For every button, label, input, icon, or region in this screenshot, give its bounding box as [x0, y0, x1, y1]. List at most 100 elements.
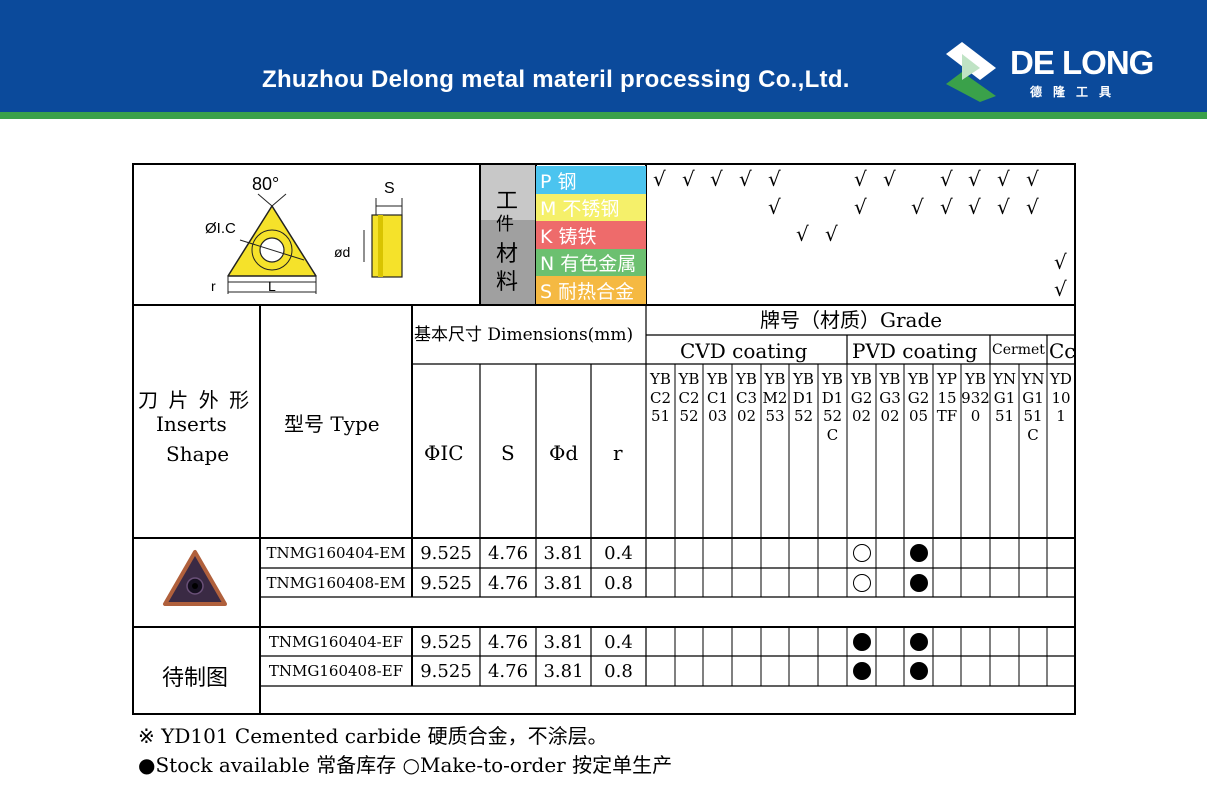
- check-mark: √: [1054, 250, 1067, 274]
- make-to-order-mark: [852, 574, 871, 592]
- dim-col-ic: ΦIC: [424, 441, 464, 465]
- material-title-3: 材: [496, 242, 519, 267]
- row-ic: 9.525: [420, 660, 472, 682]
- brand-name: DE LONG: [1010, 44, 1154, 81]
- d-label: ød: [334, 244, 351, 260]
- grade-col-ybm253: YBM253: [762, 370, 788, 425]
- material-title-1: 工: [496, 189, 519, 214]
- grade-col-yng151: YNG151: [992, 370, 1017, 425]
- row-r: 0.8: [604, 660, 633, 682]
- type-header: 型号 Type: [284, 412, 380, 436]
- check-mark: √: [1054, 277, 1067, 301]
- row-type: TNMG160404-EM: [266, 544, 406, 562]
- row-type: TNMG160408-EM: [266, 574, 406, 592]
- stock-available-mark: [909, 544, 928, 562]
- dim-col-s: S: [501, 441, 515, 465]
- dimensions-header: 基本尺寸 Dimensions(mm): [414, 325, 634, 345]
- check-mark: √: [854, 195, 867, 219]
- grade-col-ybc103: YBC103: [706, 370, 729, 425]
- grade-col-ybg302: YBG302: [879, 370, 901, 425]
- stock-available-mark: [909, 574, 928, 592]
- check-mark: √: [825, 222, 838, 246]
- stock-available-mark: [909, 662, 928, 680]
- check-mark: √: [1026, 195, 1039, 219]
- grade-col-ybc302: YBC302: [735, 370, 758, 425]
- dim-col-d: Φd: [549, 441, 579, 465]
- check-mark: √: [968, 167, 981, 191]
- row-r: 0.8: [604, 572, 633, 594]
- note-yd101: ※ YD101 Cemented carbide 硬质合金，不涂层。: [138, 724, 608, 748]
- check-mark: √: [940, 167, 953, 191]
- grade-col-yp15tf: YP15TF: [936, 370, 958, 425]
- grade-header: 牌号（材质）Grade: [760, 308, 943, 332]
- grade-col-yd101: YD101: [1050, 370, 1072, 425]
- dim-col-r: r: [613, 441, 623, 465]
- grade-col-ybd152c: YBD152C: [821, 370, 844, 444]
- row-s: 4.76: [487, 631, 529, 653]
- group2-shape-label: 待制图: [162, 666, 229, 691]
- check-mark: √: [710, 167, 723, 191]
- grade-col-ybc252: YBC252: [678, 370, 700, 425]
- group-cvd: CVD coating: [680, 339, 808, 363]
- row-s: 4.76: [487, 660, 529, 682]
- check-mark: √: [997, 167, 1010, 191]
- check-mark: √: [883, 167, 896, 191]
- company-name: Zhuzhou Delong metal materil processing …: [262, 66, 850, 93]
- stock-available-mark: [852, 662, 871, 680]
- check-mark: √: [940, 195, 953, 219]
- material-0: P 钢: [536, 166, 646, 194]
- shape-header-en1: Inserts: [156, 412, 227, 436]
- group-cermet: Cermet: [992, 342, 1045, 358]
- brand-subtitle: 德隆工具: [1030, 85, 1123, 99]
- stock-legend: ●Stock available 常备库存 ○Make-to-order 按定单…: [138, 753, 673, 777]
- material-title-4: 料: [496, 270, 519, 295]
- group-pvd: PVD coating: [852, 339, 978, 363]
- check-mark: √: [739, 167, 752, 191]
- grade-col-yng151c: YNG151C: [1021, 370, 1045, 444]
- row-s: 4.76: [487, 572, 529, 594]
- material-4: S 耐热合金: [536, 276, 646, 304]
- make-to-order-mark: [852, 544, 871, 562]
- check-mark: √: [911, 195, 924, 219]
- check-mark: √: [854, 167, 867, 191]
- row-ic: 9.525: [420, 631, 472, 653]
- row-d: 3.81: [543, 660, 584, 682]
- row-type: TNMG160404-EF: [268, 633, 404, 651]
- insert-geometry-diagram: [227, 193, 403, 294]
- workpiece-material-title-shade: [481, 220, 535, 304]
- material-3: N 有色金属: [536, 249, 646, 276]
- check-mark: √: [653, 167, 666, 191]
- row-d: 3.81: [543, 631, 584, 653]
- material-2: K 铸铁: [536, 221, 646, 249]
- row-ic: 9.525: [420, 572, 472, 594]
- check-mark: √: [997, 195, 1010, 219]
- row-r: 0.4: [604, 631, 633, 653]
- group-cc: Cc: [1049, 339, 1076, 363]
- l-label: L: [268, 278, 276, 294]
- row-d: 3.81: [543, 572, 584, 594]
- s-label: S: [384, 180, 395, 197]
- material-1: M 不锈钢: [536, 194, 646, 221]
- insert-photo-icon: [163, 550, 227, 606]
- r-label: r: [211, 278, 216, 294]
- check-mark: √: [968, 195, 981, 219]
- shape-header-cn: 刀 片 外 形: [138, 388, 252, 412]
- stock-available-mark: [852, 633, 871, 651]
- grade-col-ybd152: YBD152: [792, 370, 815, 425]
- check-mark: √: [796, 222, 809, 246]
- check-mark: √: [682, 167, 695, 191]
- check-mark: √: [768, 195, 781, 219]
- material-title-2: 件: [496, 214, 514, 235]
- row-ic: 9.525: [420, 542, 472, 564]
- row-type: TNMG160408-EF: [268, 662, 404, 680]
- header-banner: [0, 0, 1207, 112]
- row-s: 4.76: [487, 542, 529, 564]
- stock-available-mark: [909, 633, 928, 651]
- grade-col-ybg202: YBG202: [850, 370, 873, 425]
- check-mark: √: [768, 167, 781, 191]
- delong-logo-icon: [946, 42, 996, 102]
- grade-col-yb9320: YB9320: [961, 370, 990, 425]
- ic-label: ØI.C: [205, 220, 236, 237]
- grade-col-ybg205: YBG205: [907, 370, 930, 425]
- header-stripe: [0, 112, 1207, 119]
